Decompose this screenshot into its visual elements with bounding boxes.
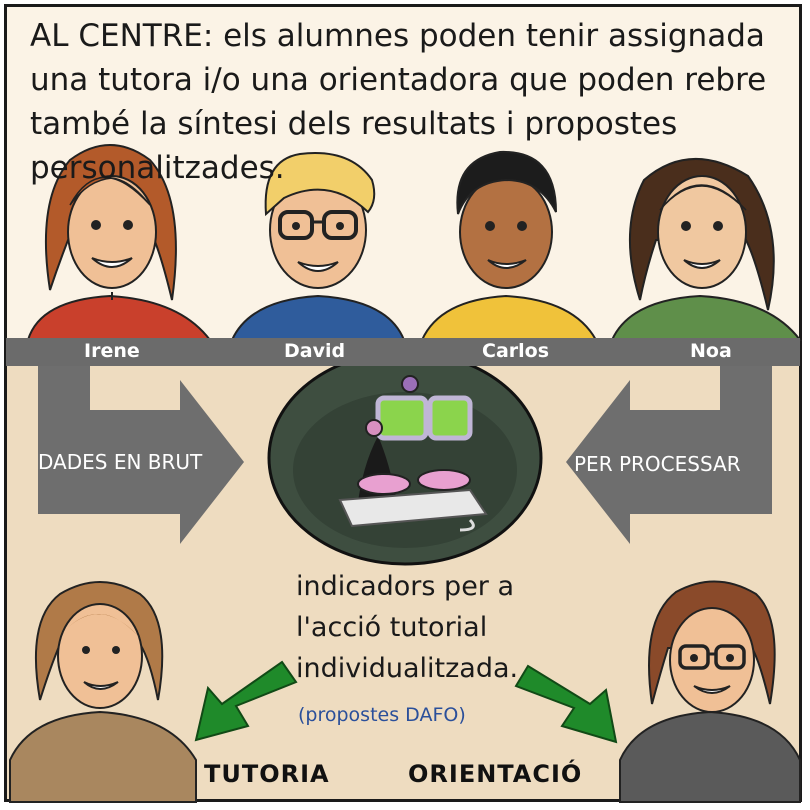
- proposals-text: (propostes DAFO): [298, 704, 466, 726]
- student-name-irene: Irene: [84, 340, 140, 362]
- student-name-david: David: [284, 340, 346, 362]
- tutor-illustration: [9, 581, 197, 803]
- student-carlos-illustration: [420, 150, 598, 341]
- computer-monster-illustration: [267, 350, 543, 566]
- right-green-arrow: [514, 664, 618, 744]
- student-name-noa: Noa: [690, 340, 732, 362]
- indicators-text: indicadors per a l'acció tutorial indivi…: [296, 571, 519, 684]
- student-irene-illustration: [26, 144, 213, 341]
- name-bar: [6, 338, 800, 366]
- guidance-label: ORIENTACIÓ: [408, 760, 583, 788]
- student-david-illustration: [230, 152, 406, 341]
- counselor-illustration: [619, 580, 801, 803]
- left-green-arrow: [194, 660, 298, 742]
- tutoring-label: TUTORIA: [204, 760, 330, 788]
- raw-data-label: DADES EN BRUT: [38, 450, 203, 474]
- student-name-carlos: Carlos: [482, 340, 550, 362]
- right-gray-arrow: [566, 352, 772, 544]
- to-process-label: PER PROCESSAR: [574, 452, 741, 476]
- top-caption: AL CENTRE: els alumnes poden tenir assig…: [30, 18, 767, 186]
- student-noa-illustration: [610, 157, 803, 341]
- left-gray-arrow: [38, 352, 244, 544]
